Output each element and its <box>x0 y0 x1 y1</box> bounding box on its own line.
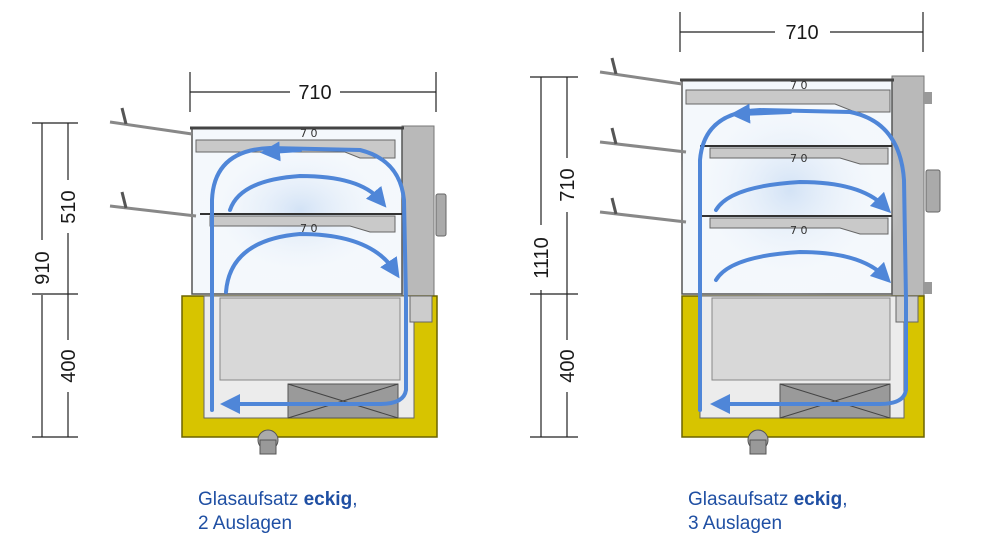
right-total-height-label: 1110 <box>531 237 553 279</box>
right-caption: Glasaufsatz eckig, 3 Auslagen <box>688 488 847 536</box>
right-caption-prefix: Glasaufsatz <box>688 489 794 510</box>
left-height-dimensions: 910 510 400 <box>32 122 80 438</box>
right-airflow <box>698 103 908 414</box>
right-caption-suffix: , <box>842 489 848 510</box>
right-width-label: 710 <box>785 22 818 44</box>
right-caption-line2: 3 Auslagen <box>688 513 783 534</box>
left-caption: Glasaufsatz eckig, 2 Auslagen <box>198 488 357 536</box>
right-shelf-label-3: 7 0 <box>790 224 808 237</box>
right-width-dimension: 710 <box>679 12 924 52</box>
left-shelf-label-2: 7 0 <box>300 222 318 235</box>
left-caption-bold: eckig <box>303 489 353 510</box>
right-lower-height-label: 400 <box>557 349 579 382</box>
right-shelf-label-2: 7 0 <box>790 152 808 165</box>
right-upper-height-label: 710 <box>557 168 579 201</box>
left-shelf-label-1: 7 0 <box>300 127 318 140</box>
right-unit: 710 1110 710 400 7 0 <box>530 12 941 455</box>
left-width-dimension: 710 <box>189 72 437 112</box>
left-lower-height-label: 400 <box>58 349 80 382</box>
right-height-dimensions: 1110 710 400 <box>530 76 579 438</box>
left-unit: 710 910 510 400 <box>32 72 447 455</box>
left-caption-suffix: , <box>352 489 358 510</box>
left-caption-prefix: Glasaufsatz <box>198 489 304 510</box>
right-caption-bold: eckig <box>793 489 843 510</box>
left-total-height-label: 910 <box>32 251 54 284</box>
left-caption-line2: 2 Auslagen <box>198 513 293 534</box>
right-shelf-label-1: 7 0 <box>790 79 808 92</box>
left-upper-height-label: 510 <box>58 190 80 223</box>
left-width-label: 710 <box>298 82 331 104</box>
left-airflow <box>210 141 408 414</box>
